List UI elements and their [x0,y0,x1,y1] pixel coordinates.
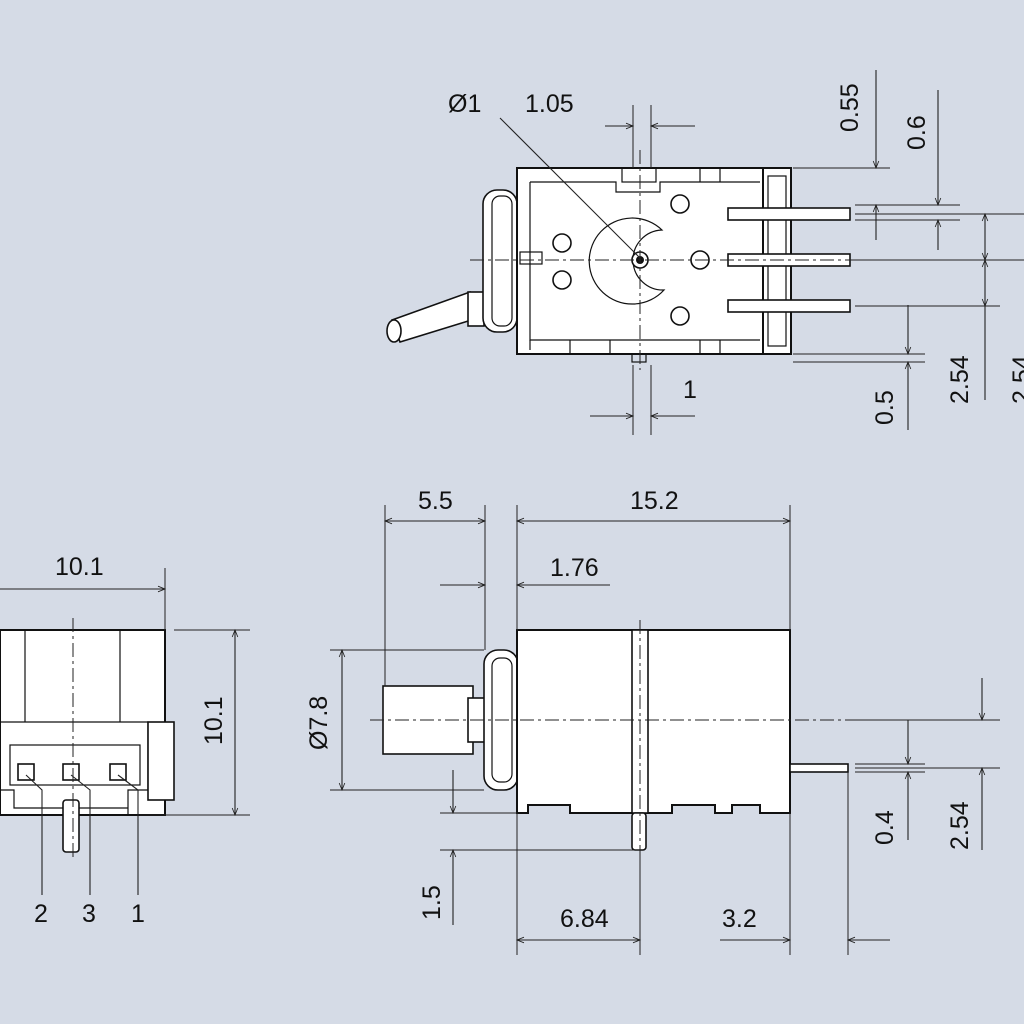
label-bottom-pin-offset: 1.5 [418,885,446,920]
label-body-length: 15.2 [630,487,679,515]
side-view-bottom-pin [631,812,647,851]
label-pin-width: 0.6 [903,115,931,150]
label-pin-protrusion: 3.2 [722,905,757,933]
label-front-width: 10.1 [55,553,104,581]
pin-label-1: 1 [131,900,145,928]
toggle-lever [386,290,485,343]
front-view [0,568,250,895]
label-pin-pitch-2: 2.54 [1008,355,1024,404]
label-pin-position: 6.84 [560,905,609,933]
label-diameter: Ø7.8 [305,696,333,750]
label-shaft-length: 5.5 [418,487,453,515]
top-view-flange [482,189,518,333]
pin-label-3: 3 [82,900,96,928]
label-side-pin-pitch: 2.54 [946,801,974,850]
label-flange: 1.76 [550,554,599,582]
label-bottom-notch: 1 [683,376,697,404]
label-pin-pitch: 2.54 [946,355,974,404]
top-view [386,70,1024,435]
diameter-leader [499,117,641,259]
label-hole-diameter: Ø1 [448,90,481,118]
label-slot-width: 1.05 [525,90,574,118]
side-view-housing [516,629,791,814]
side-view-rear-pin [789,763,849,773]
pin-label-2: 2 [34,900,48,928]
side-view [330,505,1000,955]
front-view-pins [17,763,127,853]
label-pin-thickness: 0.4 [871,810,899,845]
dimension-labels: Ø1 1.05 0.55 0.6 1 0.5 2.54 2.54 10.1 10… [34,83,1024,933]
label-front-height: 10.1 [200,696,228,745]
label-pin-offset-top: 0.55 [836,83,864,132]
label-pin-offset-bottom: 0.5 [871,390,899,425]
